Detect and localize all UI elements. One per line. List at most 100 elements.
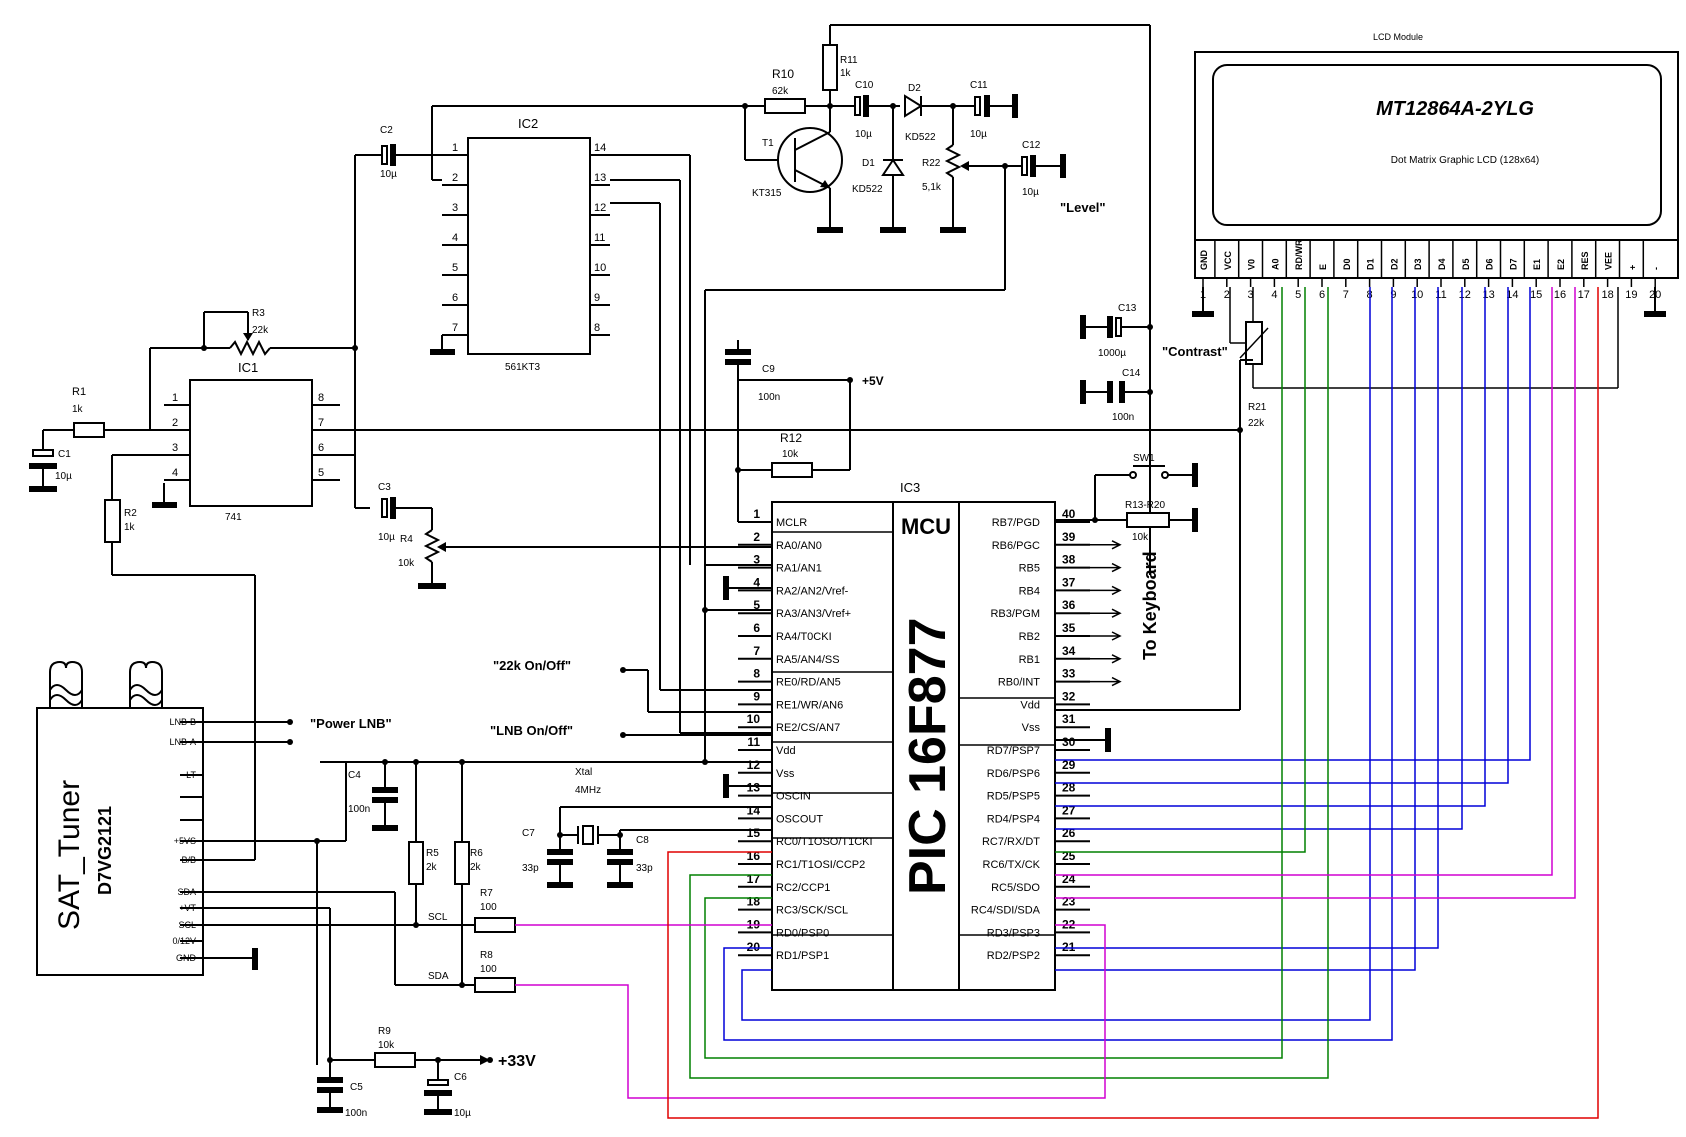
- contrast-label: "Contrast": [1162, 344, 1228, 359]
- c14-ref: C14: [1122, 368, 1141, 379]
- lcd-model: MT12864A-2YLG: [1376, 98, 1534, 120]
- wiring: [29, 24, 1253, 1115]
- mcu-pin-number: 28: [1062, 781, 1076, 795]
- mcu-pin-name: RD6/PSP6: [987, 768, 1040, 780]
- lcd-pin-label: E2: [1556, 259, 1566, 270]
- lcd-pin-label: +: [1627, 265, 1637, 270]
- keyboard-label: To Keyboard: [1140, 551, 1160, 660]
- tuner-pin-label: +VT: [179, 903, 196, 913]
- lcd-pin-number: 7: [1343, 289, 1349, 301]
- k22-label: "22k On/Off": [493, 658, 571, 673]
- r7-ref: R7: [480, 888, 493, 899]
- mcu-pin-number: 30: [1062, 735, 1076, 749]
- lcd-pin-label: VEE: [1604, 252, 1614, 270]
- r8-val: 100: [480, 964, 497, 975]
- tuner-name: SAT_Tuner: [53, 780, 86, 930]
- r3-val: 22k: [252, 325, 269, 336]
- d1-val: KD522: [852, 184, 883, 195]
- mcu-pin-number: 21: [1062, 940, 1076, 954]
- mcu-pin-number: 16: [747, 849, 761, 863]
- d1-ref: D1: [862, 158, 875, 169]
- arrow-icon: [1111, 562, 1122, 573]
- ic2-pin-number: 7: [452, 322, 458, 334]
- power-lnb-label: "Power LNB": [310, 716, 392, 731]
- ic2-part: 561KT3: [505, 362, 540, 373]
- r12-val: 10k: [782, 449, 799, 460]
- lcd-pin-number: 3: [1248, 289, 1254, 301]
- c4-ref: C4: [348, 770, 361, 781]
- mcu-pin-number: 9: [753, 689, 760, 703]
- mcu-pin-name: RA1/AN1: [776, 563, 822, 575]
- c9-val: 100n: [758, 392, 780, 403]
- mcu-pin-name: RE0/RD/AN5: [776, 677, 841, 689]
- mcu-pin-number: 18: [747, 895, 761, 909]
- arrow-icon: [1111, 654, 1122, 664]
- mcu-pin-number: 8: [753, 667, 760, 681]
- lcd-pin-label: V0: [1247, 259, 1257, 270]
- r12-ref: R12: [780, 431, 802, 445]
- r4-ref: R4: [400, 534, 413, 545]
- c13-val: 1000µ: [1098, 348, 1126, 359]
- mcu-pin-name: RB6/PGC: [992, 540, 1040, 552]
- mcu-pin-name: RD3/PSP3: [987, 927, 1040, 939]
- ic1-pin-number: 2: [172, 417, 178, 429]
- mcu-pin-number: 39: [1062, 530, 1076, 544]
- mcu-pin-number: 11: [747, 735, 760, 749]
- mcu-pin-number: 37: [1062, 575, 1076, 589]
- mcu-pin-name: RE1/WR/AN6: [776, 699, 843, 711]
- tuner-model: D7VG2121: [95, 806, 115, 895]
- mcu-pin-number: 5: [753, 598, 760, 612]
- c6-val: 10µ: [454, 1108, 471, 1119]
- ic2-pin-number: 3: [452, 202, 458, 214]
- mcu-pin-number: 35: [1062, 621, 1076, 635]
- lcd-pin-number: 9: [1390, 289, 1396, 301]
- ic2-pin-number: 1: [452, 142, 458, 154]
- keyboard-arrows: [1090, 540, 1122, 687]
- c6-ref: C6: [454, 1072, 467, 1083]
- c3-ref: C3: [378, 482, 391, 493]
- mcu-pin-name: RA4/T0CKI: [776, 631, 832, 643]
- r6-val: 2k: [470, 862, 482, 873]
- mcu-pin-name: RA0/AN0: [776, 540, 822, 552]
- c7-ref: C7: [522, 828, 535, 839]
- ic2-pin-number: 8: [594, 322, 600, 334]
- r9-ref: R9: [378, 1026, 391, 1037]
- vcc-label: +5V: [862, 374, 884, 388]
- c7-val: 33p: [522, 863, 539, 874]
- c12-val: 10µ: [1022, 187, 1039, 198]
- mcu-pin-name: Vdd: [1020, 699, 1040, 711]
- mcu-label: MCU: [901, 514, 951, 539]
- tuner-pin-label: GND: [176, 953, 197, 963]
- r13-val: 10k: [1132, 532, 1149, 543]
- mcu-pin-number: 3: [753, 553, 760, 567]
- v33-label: +33V: [498, 1053, 536, 1070]
- xtal-val: 4MHz: [575, 785, 601, 796]
- r21-val: 22k: [1248, 418, 1265, 429]
- mcu-pin-number: 17: [747, 872, 761, 886]
- level-label: "Level": [1060, 200, 1106, 215]
- mcu-pin-number: 10: [747, 712, 761, 726]
- lcd-pin-label: VCC: [1223, 250, 1233, 270]
- r22-val: 5,1k: [922, 182, 942, 193]
- c5-ref: C5: [350, 1082, 363, 1093]
- mcu-pin-number: 40: [1062, 507, 1076, 521]
- r21-contrast-potentiometer: R21 22k: [1229, 287, 1618, 429]
- mcu-pin-name: RB2: [1019, 631, 1040, 643]
- mcu-pin-number: 32: [1062, 689, 1076, 703]
- ic2-pin-number: 13: [594, 172, 606, 184]
- mcu-pin-number: 4: [753, 575, 760, 589]
- r22-ref: R22: [922, 158, 941, 169]
- lcd-pin-number: 12: [1459, 289, 1471, 301]
- lcd-data-bus: [515, 287, 1599, 1119]
- mcu-pin-name: RC7/RX/DT: [982, 836, 1040, 848]
- lcd-pin-label: -: [1651, 267, 1661, 270]
- ic1-pin-number: 6: [318, 442, 324, 454]
- lcd-pin-number: 18: [1601, 289, 1613, 301]
- mcu-pin-name: RC5/SDO: [991, 882, 1040, 894]
- mcu-pin-name: RB3/PGM: [990, 608, 1040, 620]
- sda-label: SDA: [428, 971, 449, 982]
- mcu-pin-number: 38: [1062, 553, 1076, 567]
- c10-val: 10µ: [855, 129, 872, 140]
